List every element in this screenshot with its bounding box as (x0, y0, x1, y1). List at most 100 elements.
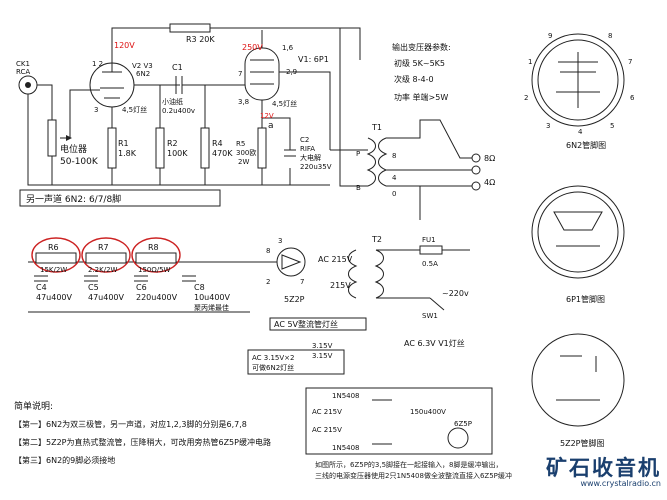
label-c2-rifa: RIFA (300, 145, 315, 153)
label-ot-title: 输出变压器参数: (392, 42, 451, 52)
label-r5: R5 (236, 140, 245, 148)
label-c2-value: 220u35V (300, 163, 332, 171)
note-line-1: 【第一】6N2为双三极管，另一声道，对应1,2,3脚的分别是6,7,8 (14, 420, 247, 429)
label-pin8: 8 (266, 247, 270, 255)
label-out-8ohm: 8Ω (484, 154, 495, 163)
label-c2-type: 大电解 (300, 153, 321, 162)
label-heater-v1: 4,5灯丝 (272, 99, 297, 108)
resistor-r3 (169, 23, 211, 33)
pinout-6n2-electrodes (556, 52, 600, 108)
label-c5-value: 47u400V (88, 293, 125, 302)
label-inset-cap: 150u400V (410, 408, 446, 416)
label-other-channel: 另一声道 6N2: 6/7/8脚 (26, 193, 121, 205)
resistor-r7 (85, 252, 127, 264)
label-ac315: AC 3.15V×2 (252, 354, 294, 362)
resistor-r8 (135, 252, 177, 264)
resistor-r1 (107, 127, 117, 169)
label-r1: R1 (118, 139, 129, 148)
notes-panel: 简单说明: 【第一】6N2为双三极管，另一声道，对应1,2,3脚的分别是6,7,… (14, 398, 314, 470)
label-fu1: FU1 (422, 236, 436, 244)
t2-primary-coil (374, 249, 384, 299)
label-ps-pin3: 3 (278, 237, 282, 245)
label-tap-8: 8 (392, 152, 396, 160)
watermark-url: www.crystalradio.cn (580, 479, 661, 488)
rca-jack-center (25, 82, 31, 88)
label-6p1-pinout: 6P1管脚图 (566, 294, 605, 304)
note-line-2: 【第二】5Z2P为直热式整流管，压降稍大，可改用旁热管6Z5P缓冲电路 (14, 438, 271, 447)
notes-title: 简单说明: (14, 402, 54, 412)
label-215v: 215V (330, 281, 351, 290)
label-mains: ~220v (442, 289, 469, 298)
label-pins-16: 1,6 (282, 44, 294, 52)
pin-number-8: 8 (608, 32, 612, 40)
label-ck1: CK1 (16, 60, 30, 68)
label-v1: V1: 6P1 (298, 55, 329, 64)
terminal-4ohm (471, 165, 481, 175)
label-5z2p-pinout: 5Z2P管脚图 (560, 438, 604, 448)
label-r1-value: 1.8K (118, 149, 137, 158)
label-r3: R3 20K (186, 35, 215, 44)
label-pins-12: 1 2 (92, 60, 103, 68)
label-r8: R8 (148, 243, 159, 252)
label-12v: 12V (260, 112, 274, 120)
label-120v: 120V (114, 41, 135, 50)
ground-bus-top (27, 94, 330, 186)
wire-grid-v1 (182, 84, 245, 185)
label-pin7: 7 (238, 70, 242, 78)
rectifier-5z2p-symbol (276, 247, 306, 277)
wire-plate-v2 (134, 84, 180, 185)
wire-b-plus-top (111, 27, 361, 60)
label-r8-value: 150Ω/5W (138, 266, 171, 274)
label-6n2-pinout: 6N2管脚图 (566, 140, 606, 150)
label-t1: T1 (371, 123, 382, 132)
terminal-0 (471, 181, 481, 191)
label-pot-value: 50-100K (60, 157, 99, 167)
label-315b: 3.15V (312, 352, 333, 360)
pinout-6p1-inner (537, 191, 619, 273)
label-box-5v (269, 317, 367, 331)
label-v2v3: V2 V3 (132, 62, 153, 70)
label-r2-value: 100K (167, 149, 188, 158)
label-box-315 (247, 349, 345, 375)
wire-cathode-v1 (261, 100, 291, 185)
label-c4-value: 47u400V (36, 293, 73, 302)
label-1n5408-bottom: 1N5408 (332, 444, 360, 452)
label-fu1-value: 0.5A (422, 260, 438, 268)
label-inset-6z5p: 6Z5P (454, 420, 472, 428)
terminal-8ohm (471, 153, 481, 163)
pin-number-7: 7 (628, 58, 632, 66)
t1-primary-coil (366, 137, 376, 187)
label-t2: T2 (371, 235, 382, 244)
label-c2: C2 (300, 136, 309, 144)
label-ot-secondary: 次级 8-4-0 (394, 74, 434, 84)
capacitor-c2 (284, 149, 296, 157)
label-heater-v2: 4,5灯丝 (122, 105, 147, 114)
highlight-r6 (31, 237, 81, 273)
label-inset-ac215b: AC 215V (312, 426, 342, 434)
volume-potentiometer (47, 119, 57, 157)
other-channel-box (19, 189, 221, 207)
label-r6: R6 (48, 243, 59, 252)
label-c8-value: 10u400V (194, 293, 231, 302)
label-c8: C8 (194, 283, 205, 292)
pin-number-1: 1 (528, 58, 532, 66)
label-ps-pin2: 2 (266, 278, 270, 286)
pin-number-5: 5 (610, 122, 614, 130)
v2-electrodes (100, 50, 124, 99)
label-r5-watt: 2W (238, 158, 249, 166)
highlight-r7 (81, 237, 131, 273)
wire-grid (69, 89, 100, 138)
label-c1: C1 (172, 63, 183, 72)
t2-secondary-coil (348, 249, 358, 299)
inset-diodes (372, 399, 392, 445)
resistor-r2 (155, 127, 165, 169)
watermark: 矿石收音机 www.crystalradio.cn (546, 457, 661, 488)
label-ac5v: AC 5V整流管灯丝 (274, 319, 338, 329)
v1-electrodes (250, 30, 274, 85)
pin-number-6: 6 (630, 94, 635, 102)
label-sw1: SW1 (422, 312, 438, 320)
wire-in (37, 84, 53, 120)
label-r7: R7 (98, 243, 109, 252)
label-c8-note: 聚丙烯最佳 (194, 303, 229, 312)
